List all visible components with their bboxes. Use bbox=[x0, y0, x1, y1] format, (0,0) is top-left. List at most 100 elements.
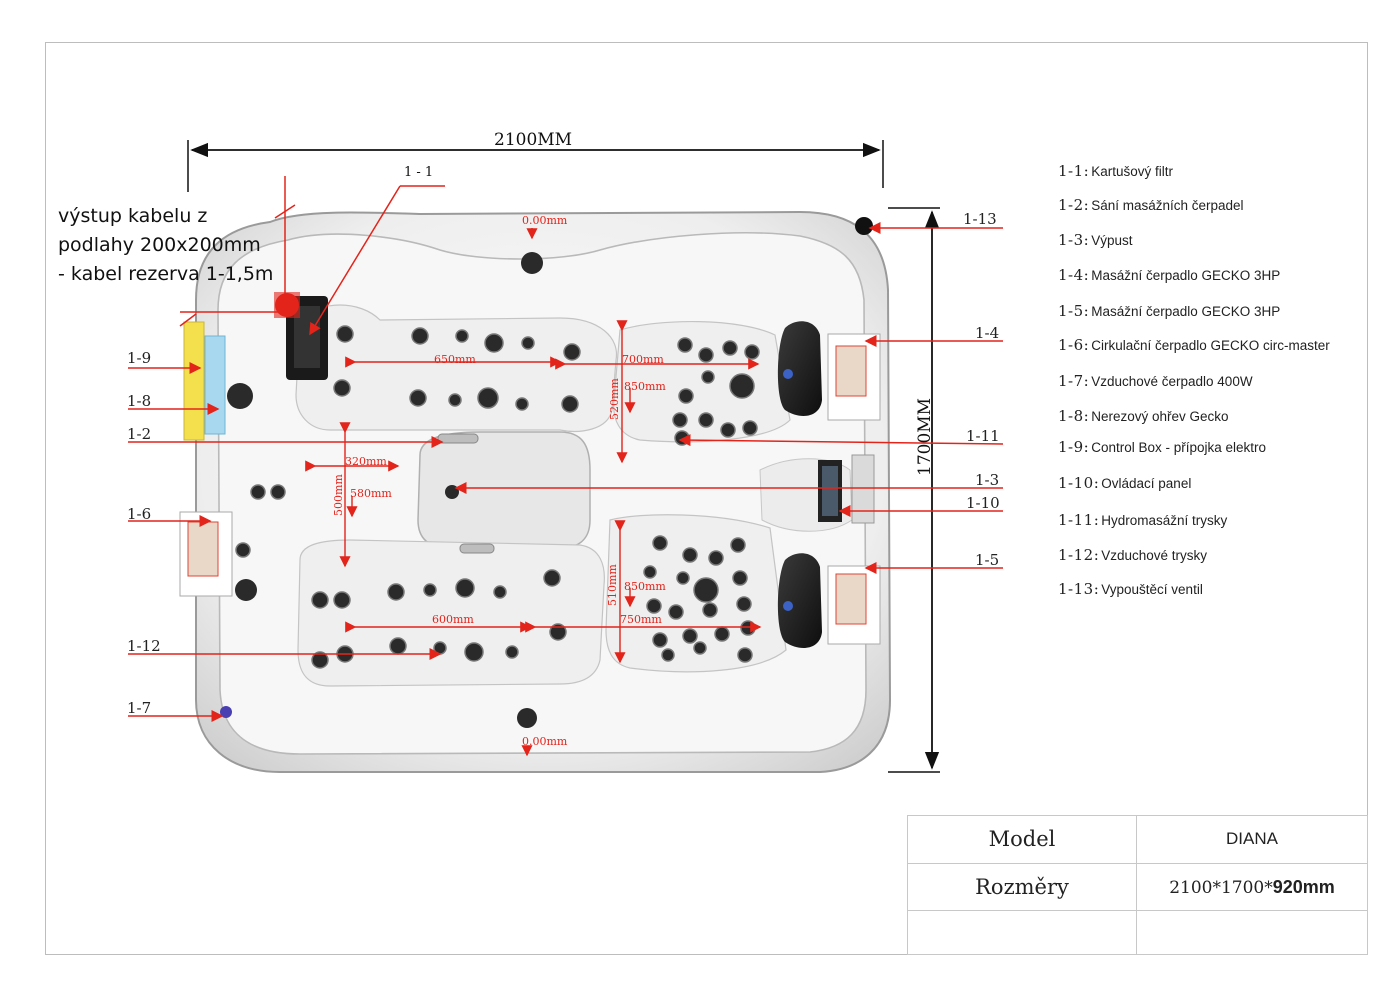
jet bbox=[722, 340, 738, 356]
jet bbox=[484, 333, 504, 353]
legend-item: 1-10:Ovládací panel bbox=[1058, 474, 1191, 492]
callout-1-6: 1-6 bbox=[127, 505, 152, 523]
seat-700-label: 700mm bbox=[622, 353, 664, 366]
jet bbox=[493, 585, 507, 599]
legend-code: 1-3: bbox=[1058, 231, 1090, 249]
jet bbox=[423, 583, 437, 597]
legend-item: 1-9:Control Box - přípojka elektro bbox=[1058, 438, 1266, 456]
callout-1-13: 1-13 bbox=[963, 210, 997, 228]
jet bbox=[740, 620, 756, 636]
legend-description: Masážní čerpadlo GECKO 3HP bbox=[1091, 268, 1281, 283]
callout-1-8: 1-8 bbox=[127, 392, 152, 410]
height-label: 1700MM bbox=[915, 398, 935, 476]
height-dimension bbox=[888, 207, 940, 773]
drain bbox=[445, 485, 459, 499]
filter-callout-label: 1 - 1 bbox=[404, 165, 433, 180]
callout-1-4: 1-4 bbox=[975, 324, 1000, 342]
cable-note-line-1: výstup kabelu z bbox=[58, 205, 208, 227]
seat-600-label: 600mm bbox=[432, 613, 474, 626]
jet bbox=[737, 647, 753, 663]
empty-cell-left bbox=[907, 910, 1137, 955]
legend-item: 1-11:Hydromasážní trysky bbox=[1058, 511, 1227, 529]
legend-description: Výpust bbox=[1091, 233, 1133, 248]
jet bbox=[730, 537, 746, 553]
seat-520-label: 520mm bbox=[608, 378, 621, 420]
pillow-light bbox=[783, 369, 793, 379]
callout-1-10: 1-10 bbox=[966, 494, 1000, 512]
jet bbox=[729, 373, 755, 399]
legend-description: Vzduchové čerpadlo 400W bbox=[1091, 374, 1253, 389]
jet bbox=[411, 327, 429, 345]
legend-item: 1-6:Cirkulační čerpadlo GECKO circ-maste… bbox=[1058, 336, 1330, 354]
jet bbox=[698, 412, 714, 428]
cable-note-line-2: podlahy 200x200mm bbox=[58, 234, 261, 256]
control-panel bbox=[818, 454, 875, 524]
callout-lines bbox=[128, 176, 1004, 722]
callout-1-9: 1-9 bbox=[127, 349, 152, 367]
jet bbox=[676, 571, 690, 585]
jet bbox=[643, 565, 657, 579]
jet bbox=[455, 329, 469, 343]
page-frame bbox=[45, 42, 1368, 955]
jet bbox=[235, 542, 251, 558]
callout-1-7: 1-7 bbox=[127, 699, 152, 717]
jet bbox=[515, 397, 529, 411]
legend-item: 1-8:Nerezový ohřev Gecko bbox=[1058, 407, 1229, 425]
callout-1-5: 1-5 bbox=[975, 551, 1000, 569]
pump-suction bbox=[227, 252, 543, 728]
cable-outlet-note: výstup kabelu z podlahy 200x200mm - kabe… bbox=[58, 202, 288, 289]
size-label: Rozměry bbox=[907, 862, 1137, 912]
legend-item: 1-13:Vypouštěcí ventil bbox=[1058, 580, 1203, 598]
legend-code: 1-13: bbox=[1058, 580, 1100, 598]
legend-item: 1-2:Sání masážních čerpadel bbox=[1058, 196, 1244, 214]
jet bbox=[668, 604, 684, 620]
model-label: Model bbox=[907, 815, 1137, 864]
jet bbox=[698, 347, 714, 363]
jet bbox=[693, 577, 719, 603]
model-row: Model DIANA bbox=[907, 815, 1368, 864]
legend-code: 1-11: bbox=[1058, 511, 1100, 529]
seat-580-label: 580mm bbox=[350, 487, 392, 500]
pump-thumbnail-1-5 bbox=[827, 565, 881, 645]
legend-code: 1-1: bbox=[1058, 162, 1090, 180]
jet bbox=[561, 395, 579, 413]
legend-description: Cirkulační čerpadlo GECKO circ-master bbox=[1091, 338, 1330, 353]
jet bbox=[270, 484, 286, 500]
jet bbox=[652, 535, 668, 551]
headrest-pillows bbox=[777, 321, 822, 648]
legend-description: Vypouštěcí ventil bbox=[1101, 582, 1203, 597]
legend-code: 1-5: bbox=[1058, 302, 1090, 320]
jet bbox=[336, 325, 354, 343]
jet bbox=[678, 388, 694, 404]
legend-code: 1-6: bbox=[1058, 336, 1090, 354]
callout-1-3: 1-3 bbox=[975, 471, 1000, 489]
jet bbox=[682, 628, 698, 644]
legend-item: 1-3:Výpust bbox=[1058, 231, 1133, 249]
pillow-light bbox=[783, 601, 793, 611]
jet bbox=[672, 412, 688, 428]
jet bbox=[333, 591, 351, 609]
legend-item: 1-7:Vzduchové čerpadlo 400W bbox=[1058, 372, 1253, 390]
spec-table: Model DIANA Rozměry 2100*1700*920mm bbox=[907, 815, 1368, 955]
cable-outlet-marker bbox=[274, 292, 300, 318]
jet bbox=[464, 642, 484, 662]
seat-510-label: 510mm bbox=[606, 564, 619, 606]
legend-description: Vzduchové trysky bbox=[1101, 548, 1208, 563]
jet bbox=[742, 420, 758, 436]
hydro-jets bbox=[235, 325, 793, 669]
legend-description: Control Box - přípojka elektro bbox=[1091, 440, 1267, 455]
width-label: 2100MM bbox=[494, 130, 572, 150]
jet bbox=[652, 632, 668, 648]
jet bbox=[333, 379, 351, 397]
size-value-suffix: 920mm bbox=[1272, 876, 1335, 897]
callout-1-11: 1-11 bbox=[966, 427, 1000, 445]
callout-1-12: 1-12 bbox=[127, 637, 161, 655]
jet bbox=[409, 389, 427, 407]
legend-code: 1-7: bbox=[1058, 372, 1090, 390]
jet bbox=[250, 484, 266, 500]
jet bbox=[646, 598, 662, 614]
seat-650-label: 650mm bbox=[434, 353, 476, 366]
jet bbox=[744, 344, 760, 360]
